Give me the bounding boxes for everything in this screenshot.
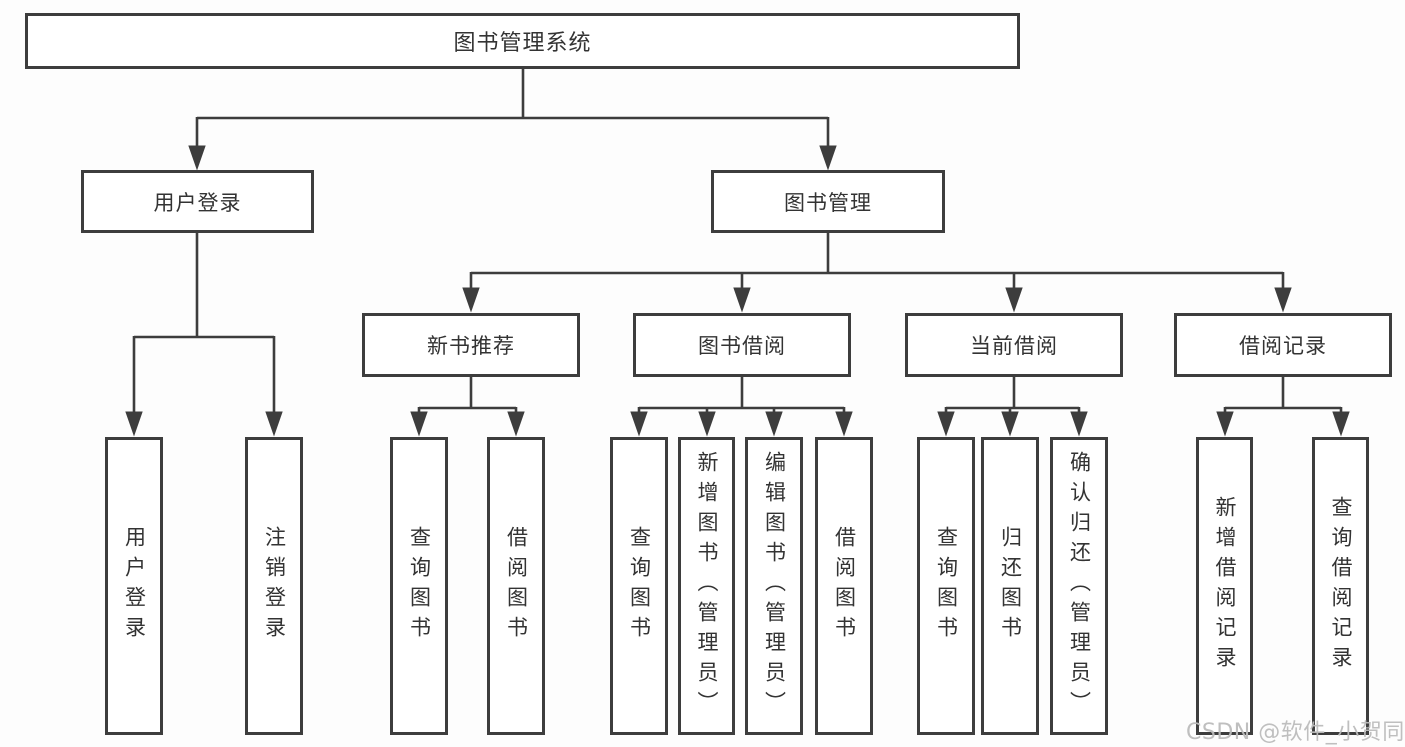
- node-label: 注销登录: [262, 526, 287, 646]
- node-root-library-system: 图书管理系统: [25, 13, 1020, 69]
- node-label: 确认归还（管理员）: [1067, 451, 1092, 721]
- leaf-query-books-current: 查询图书: [917, 437, 975, 735]
- leaf-borrow-books: 借阅图书: [815, 437, 873, 735]
- node-label: 查询图书: [934, 526, 959, 646]
- node-label: 图书管理系统: [453, 31, 592, 56]
- node-book-management: 图书管理: [711, 170, 945, 233]
- leaf-borrow-books-recommend: 借阅图书: [487, 437, 545, 735]
- leaf-return-books: 归还图书: [981, 437, 1039, 735]
- node-user-login: 用户登录: [81, 170, 314, 233]
- node-label: 新增借阅记录: [1213, 496, 1237, 676]
- leaf-query-borrow-record: 查询借阅记录: [1312, 437, 1369, 735]
- node-label: 图书借阅: [698, 334, 786, 358]
- leaf-add-books-admin: 新增图书（管理员）: [678, 437, 735, 735]
- node-label: 当前借阅: [970, 334, 1058, 358]
- node-label: 借阅记录: [1239, 334, 1327, 358]
- connector-borrow-to-leaves: [630, 377, 853, 437]
- node-label: 查询借阅记录: [1329, 496, 1353, 676]
- node-label: 用户登录: [122, 526, 147, 646]
- node-label: 借阅图书: [504, 526, 529, 646]
- csdn-watermark: CSDN @软件_小贺同学: [1186, 720, 1405, 745]
- node-label: 用户登录: [153, 190, 242, 215]
- leaf-query-books-borrow: 查询图书: [610, 437, 668, 735]
- connector-bookmgmt-to-level3: [462, 233, 1292, 313]
- node-label: 新增图书（管理员）: [695, 451, 719, 721]
- node-label: 查询图书: [407, 526, 432, 646]
- leaf-edit-books-admin: 编辑图书（管理员）: [745, 437, 803, 735]
- connector-newbook-to-leaves: [410, 377, 525, 437]
- connector-records-to-leaves: [1216, 377, 1350, 437]
- node-label: 归还图书: [998, 526, 1023, 646]
- node-label: 编辑图书（管理员）: [762, 451, 787, 721]
- leaf-add-borrow-record: 新增借阅记录: [1196, 437, 1253, 735]
- node-book-borrow: 图书借阅: [633, 313, 851, 377]
- connector-current-to-leaves: [937, 377, 1088, 437]
- node-new-book-recommend: 新书推荐: [362, 313, 580, 377]
- node-borrow-records: 借阅记录: [1174, 313, 1392, 377]
- node-label: 图书管理: [784, 190, 872, 215]
- node-current-borrow: 当前借阅: [905, 313, 1123, 377]
- node-label: 查询图书: [627, 526, 652, 646]
- leaf-user-login: 用户登录: [105, 437, 163, 735]
- leaf-logout: 注销登录: [245, 437, 303, 735]
- connector-root-to-level2: [188, 69, 837, 171]
- node-label: 新书推荐: [427, 334, 515, 358]
- leaf-confirm-return-admin: 确认归还（管理员）: [1050, 437, 1108, 735]
- node-label: 借阅图书: [832, 526, 857, 646]
- leaf-query-books-recommend: 查询图书: [390, 437, 448, 735]
- connector-userlogin-to-leaves: [125, 233, 283, 437]
